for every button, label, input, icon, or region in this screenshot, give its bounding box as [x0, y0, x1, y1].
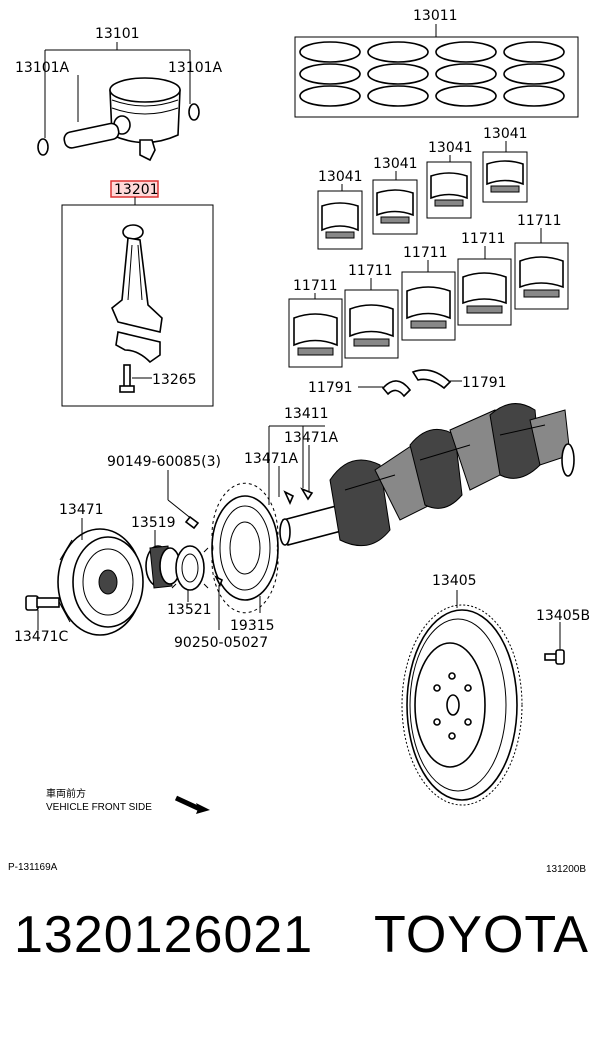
label-13041-d[interactable]: 13041 [483, 126, 528, 142]
label-13405[interactable]: 13405 [432, 573, 477, 589]
label-13521[interactable]: 13521 [167, 602, 212, 618]
label-13101A-left[interactable]: 13101A [15, 60, 70, 76]
flywheel-bolt[interactable] [544, 649, 565, 665]
label-11711-b[interactable]: 11711 [348, 263, 393, 279]
label-11711-a[interactable]: 11711 [293, 278, 338, 294]
label-11711-d[interactable]: 11711 [461, 231, 506, 247]
label-13041-c[interactable]: 13041 [428, 140, 473, 156]
arrow-front-shaft [174, 795, 204, 813]
flywheel[interactable] [401, 604, 523, 806]
crank-bearing-13519[interactable] [145, 545, 181, 589]
parts-diagram: 13101 13101A 13101A 13011 13201 13265 13… [8, 8, 590, 875]
label-11711-c[interactable]: 11711 [403, 245, 448, 261]
crank-key-2[interactable] [300, 487, 314, 501]
vehicle-front-jp-text: 車両前方 [46, 787, 86, 800]
connecting-rod-bolt[interactable] [119, 364, 135, 393]
label-90250-05027[interactable]: 90250-05027 [174, 635, 268, 651]
label-13101[interactable]: 13101 [95, 26, 140, 42]
crank-gear-13521[interactable] [171, 545, 209, 591]
label-13041-b[interactable]: 13041 [373, 156, 418, 172]
connecting-rod[interactable] [111, 224, 163, 364]
vehicle-front-en-text: VEHICLE FRONT SIDE [46, 802, 152, 813]
piston-ring-set[interactable] [294, 36, 579, 118]
thrust-washer-right[interactable] [411, 369, 452, 390]
label-13519[interactable]: 13519 [131, 515, 176, 531]
main-bearing-2[interactable] [344, 289, 399, 359]
main-bearing-3[interactable] [401, 271, 456, 341]
conrod-bearing-3[interactable] [426, 161, 472, 219]
thrust-washer-left[interactable] [381, 380, 412, 398]
label-13201[interactable]: 13201 [114, 182, 159, 198]
crank-key-1[interactable] [283, 490, 295, 505]
brand-name: TOYOTA [374, 906, 589, 964]
diagram-ref-left: P-131169A [8, 862, 58, 873]
crankshaft[interactable] [279, 403, 575, 547]
crank-pulley-bolt[interactable] [25, 595, 60, 611]
label-13405B[interactable]: 13405B [536, 608, 590, 624]
crankshaft-pulley[interactable] [57, 528, 144, 636]
conrod-bearing-4[interactable] [482, 151, 528, 203]
main-bearing-4[interactable] [457, 258, 512, 326]
label-19315[interactable]: 19315 [230, 618, 275, 634]
label-13411[interactable]: 13411 [284, 406, 329, 422]
label-11791-left[interactable]: 11791 [308, 380, 353, 396]
straight-pin-90250[interactable] [214, 575, 224, 587]
part-number: 1320126021 [14, 906, 314, 964]
label-11791-right[interactable]: 11791 [462, 375, 507, 391]
main-bearing-5[interactable] [514, 242, 569, 310]
main-bearing-1[interactable] [288, 298, 343, 368]
piston-assembly[interactable] [37, 77, 200, 162]
diagram-ref-right: 131200B [546, 864, 586, 875]
crank-timing-rotor-19315[interactable] [211, 482, 279, 614]
conrod-bearing-1[interactable] [317, 190, 363, 250]
label-13471C[interactable]: 13471C [14, 629, 69, 645]
part-footer: 1320126021 TOYOTA [14, 905, 589, 995]
label-13471A-right[interactable]: 13471A [284, 430, 339, 446]
label-13471[interactable]: 13471 [59, 502, 104, 518]
label-13041-a[interactable]: 13041 [318, 169, 363, 185]
label-13265[interactable]: 13265 [152, 372, 197, 388]
conrod-bearing-2[interactable] [372, 179, 418, 235]
label-90149-60085[interactable]: 90149-60085(3) [107, 454, 221, 470]
label-11711-e[interactable]: 11711 [517, 213, 562, 229]
label-13011[interactable]: 13011 [413, 8, 458, 24]
pulley-bolt-small[interactable] [184, 515, 200, 530]
label-13101A-right[interactable]: 13101A [168, 60, 223, 76]
label-13471A-left[interactable]: 13471A [244, 451, 299, 467]
